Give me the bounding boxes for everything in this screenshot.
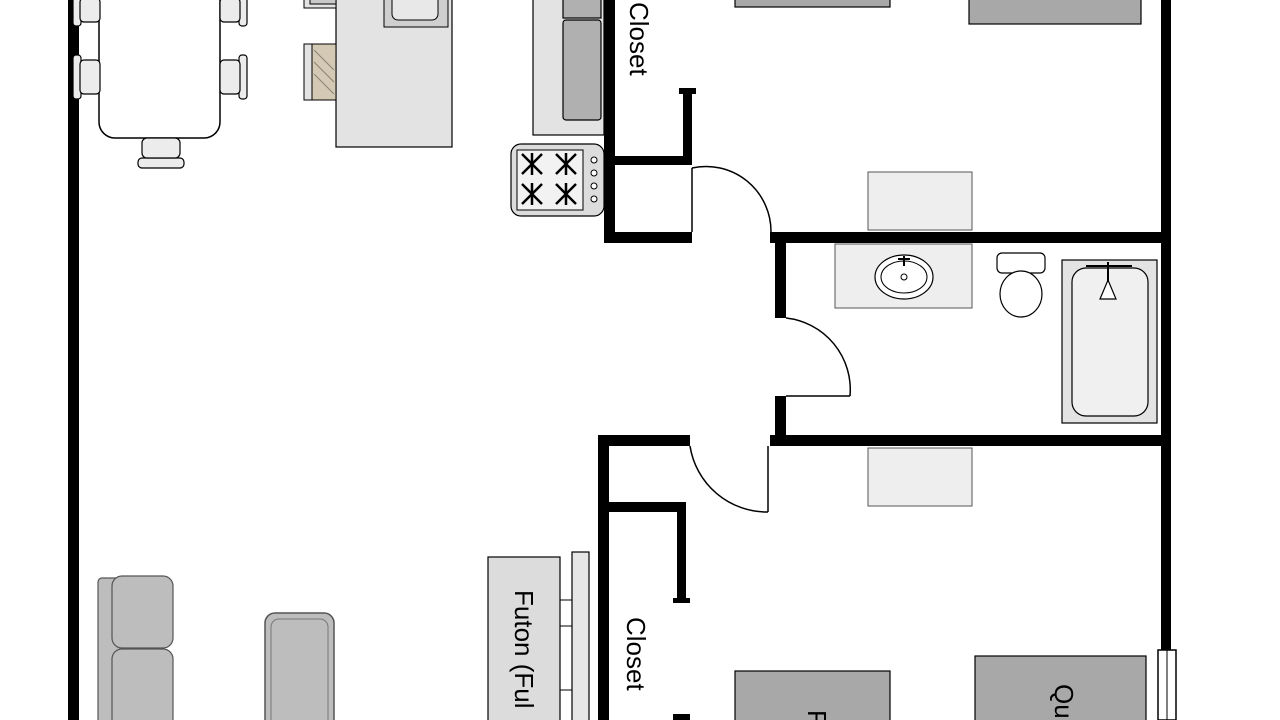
closet-top-wall-cap bbox=[679, 88, 696, 94]
vanity bbox=[834, 243, 973, 309]
chair-left-bottom bbox=[72, 54, 101, 100]
door-bathroom[interactable] bbox=[785, 317, 852, 397]
bathroom-wall-bottom bbox=[770, 435, 1171, 446]
counter-unit bbox=[532, 0, 605, 136]
bathtub-icon bbox=[1061, 259, 1158, 424]
closet-top-wall-vertical bbox=[604, 0, 615, 243]
door-bedroom-bottom[interactable] bbox=[689, 445, 769, 513]
outer-wall-left bbox=[68, 0, 79, 720]
chair-bottom bbox=[137, 137, 185, 169]
bed-top-right bbox=[968, 0, 1142, 25]
closet-bottom-label: Closet bbox=[621, 617, 651, 691]
bed-right-label: Qu bbox=[1049, 684, 1079, 719]
closet-top-wall-horizontal bbox=[604, 156, 692, 165]
closet-bottom-wall-vertical bbox=[598, 435, 609, 720]
closet-bottom-wall-top bbox=[598, 435, 690, 446]
chair-right-bottom bbox=[219, 54, 248, 100]
walls bbox=[68, 0, 1171, 720]
rug-bottom bbox=[867, 447, 973, 507]
closet-top-label: Closet bbox=[624, 2, 654, 76]
kitchen-island bbox=[303, 0, 453, 148]
door-closet-top[interactable] bbox=[691, 165, 772, 233]
closet-bottom-wall-divider bbox=[677, 502, 686, 603]
bed-bottom-right bbox=[974, 655, 1147, 720]
chair-right-top bbox=[219, 0, 248, 27]
coffee-table bbox=[264, 612, 335, 720]
bathroom-wall-left-lower bbox=[775, 396, 786, 446]
closet-top-wall-divider bbox=[683, 88, 692, 165]
sink-icon bbox=[383, 0, 449, 28]
dresser-top-left bbox=[734, 0, 891, 8]
rug-top bbox=[867, 171, 973, 231]
stool-top bbox=[303, 0, 337, 9]
bed-left-label: F bbox=[802, 710, 832, 720]
futon-label: Futon (Ful bbox=[509, 590, 539, 709]
basin-icon bbox=[874, 254, 934, 300]
closet-top-wall-bottom bbox=[604, 232, 692, 243]
bathroom-wall-left-upper bbox=[775, 232, 786, 318]
bathroom-wall-top bbox=[770, 232, 1171, 243]
closet-bottom-wall-cap bbox=[673, 598, 690, 603]
window-right bbox=[1157, 649, 1177, 720]
dining-table bbox=[98, 0, 221, 139]
stool-bottom bbox=[303, 43, 337, 101]
futon bbox=[487, 551, 590, 720]
closet-bottom-wall-horizontal bbox=[598, 502, 686, 512]
bed-bottom-left bbox=[734, 670, 891, 720]
closet-bottom-wall-stub bbox=[673, 714, 690, 720]
dining-set bbox=[72, 0, 248, 169]
toilet-icon bbox=[996, 252, 1046, 318]
chair-left-top bbox=[72, 0, 101, 27]
sofa bbox=[97, 575, 174, 720]
outer-wall-right bbox=[1161, 0, 1171, 655]
stove-icon bbox=[510, 143, 605, 217]
